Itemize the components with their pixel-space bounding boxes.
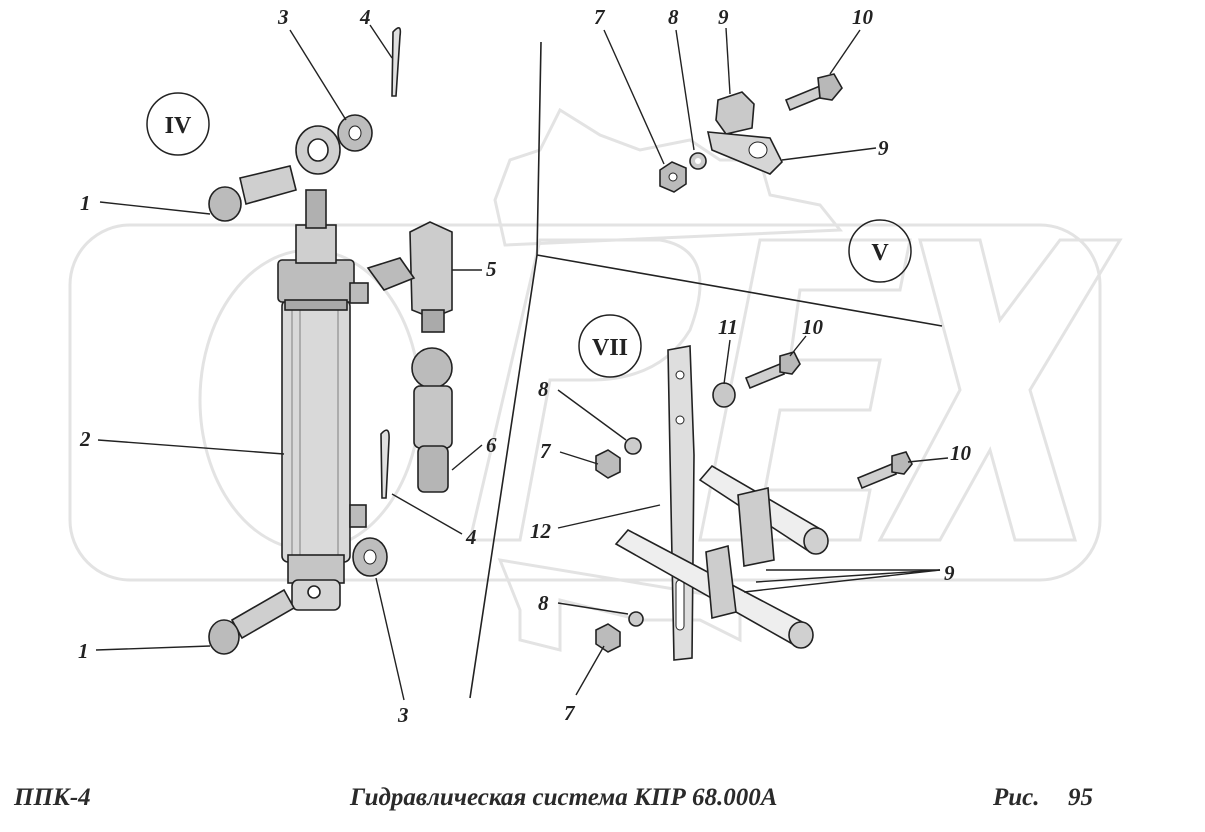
watermark-letter-e	[698, 238, 912, 542]
callout-10-top: 10	[852, 5, 874, 29]
bolt-vii-right	[856, 451, 913, 490]
bolt-upper	[208, 165, 297, 222]
callout-9-right: 9	[878, 136, 889, 160]
bolt-vii-upper	[744, 351, 801, 390]
callout-8-bottom: 8	[538, 591, 549, 615]
leader-lines	[95, 24, 949, 701]
footer-figure-label: Рис.	[993, 784, 1040, 811]
callout-11: 11	[718, 315, 738, 339]
callout-7-top: 7	[594, 5, 606, 29]
view-dividers	[469, 41, 943, 699]
callout-2: 2	[79, 427, 91, 451]
callout-10-middle: 10	[802, 315, 824, 339]
watermark-letter-p	[468, 238, 702, 542]
callout-8-top: 8	[668, 5, 679, 29]
callout-8-middle: 8	[538, 377, 549, 401]
watermark-gear	[493, 107, 844, 247]
view-label-vii: VII	[592, 335, 628, 361]
washer-vii-lower	[628, 611, 644, 627]
divider-diagonal	[536, 254, 943, 327]
footer-model: ППК-4	[14, 784, 91, 811]
callout-1-lower: 1	[78, 639, 89, 663]
washer-v	[689, 152, 707, 170]
fitting	[366, 221, 453, 333]
callout-6: 6	[486, 433, 497, 457]
view-label-iv: IV	[165, 113, 192, 139]
mounting-strip	[667, 345, 695, 661]
hydraulic-cylinder	[277, 125, 369, 611]
callout-4-upper: 4	[359, 5, 371, 29]
watermark-frame	[68, 223, 1102, 582]
callout-3-lower: 3	[397, 703, 409, 727]
footer-title: Гидравлическая система КПР 68.000А	[350, 784, 778, 811]
nut-vii-lower	[595, 623, 621, 653]
callout-7-bottom: 7	[564, 701, 576, 725]
clamp-vii-upper	[737, 487, 775, 567]
footer-figure-number: 95	[1068, 784, 1093, 811]
callout-12: 12	[530, 519, 552, 543]
callouts: 1 1 2 3 3 4 4 5 6 7 7 7 8 8 8 9 9 9 10 1…	[78, 5, 972, 727]
callout-10-right: 10	[950, 441, 972, 465]
callout-3-upper: 3	[277, 5, 289, 29]
washer-vii-11	[712, 382, 736, 408]
coupling	[411, 347, 453, 493]
washer-lower	[352, 537, 388, 577]
callout-9-bottom: 9	[944, 561, 955, 585]
nut-v	[659, 161, 687, 193]
clamp-vii-lower	[705, 544, 737, 620]
washer-vii-upper	[624, 437, 642, 455]
callout-1-upper: 1	[80, 191, 91, 215]
view-circle-vii: VII	[578, 314, 642, 378]
view-circle-iv: IV	[146, 92, 210, 156]
view-circle-v: V	[848, 219, 912, 283]
divider-vertical	[469, 41, 542, 699]
bolt-lower	[208, 588, 296, 655]
bolt-v	[784, 73, 843, 112]
view-label-v: V	[871, 240, 889, 266]
callout-4-lower: 4	[465, 525, 477, 549]
cotter-pin-upper	[391, 27, 402, 97]
callout-5: 5	[486, 257, 497, 281]
cotter-pin-lower	[380, 429, 390, 499]
callout-9-top: 9	[718, 5, 729, 29]
callout-7-middle: 7	[540, 439, 552, 463]
nut-vii-upper	[595, 449, 621, 479]
washer-upper	[337, 114, 373, 152]
clamp-upper	[706, 91, 783, 175]
watermark-letter-x	[877, 238, 1123, 542]
